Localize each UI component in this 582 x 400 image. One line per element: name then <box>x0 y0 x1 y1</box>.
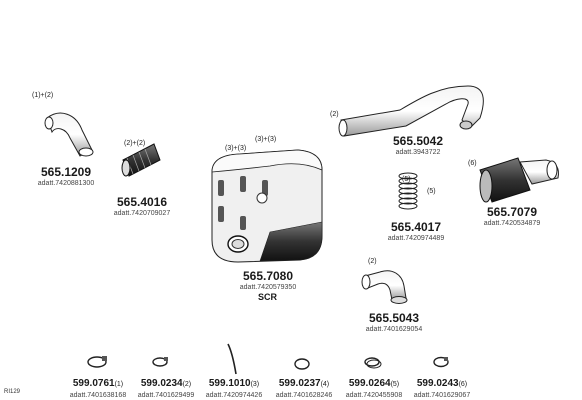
part-565-1209-pipe-drawing <box>44 112 94 157</box>
part-label-599-0264[interactable]: 599.0264(5) adatt.7420455908 <box>342 378 406 400</box>
part-number: 599.0761(1) <box>72 378 124 389</box>
qty-label: (5) <box>427 188 436 195</box>
qty-label: (2) <box>368 258 377 265</box>
part-number: 565.5042 <box>392 134 444 148</box>
part-reference: adatt.7420579350 <box>239 284 297 291</box>
part-reference: adatt.7401629499 <box>137 392 195 399</box>
scr-note: SCR <box>258 292 278 302</box>
clamp-599-0264-drawing <box>364 357 382 369</box>
qty-label: (3)+(3) <box>255 136 277 143</box>
part-label-565-7079[interactable]: 565.7079 adatt.7420534879 <box>474 206 550 228</box>
part-reference: adatt.7420534879 <box>483 220 541 227</box>
qty-label: (2)+(2) <box>124 140 146 147</box>
part-reference: adatt.7401628246 <box>275 392 333 399</box>
qty-label: (6) <box>468 160 477 167</box>
part-number: 565.5043 <box>368 311 420 325</box>
qty-label: (1)+(2) <box>32 92 54 99</box>
part-565-5043-pipe-drawing <box>361 270 408 304</box>
qty-label: (3)+(3) <box>225 145 247 152</box>
part-reference: adatt.7401629067 <box>413 392 471 399</box>
part-565-5042-pipe-drawing <box>338 85 484 137</box>
part-label-599-0243[interactable]: 599.0243(6) adatt.7401629067 <box>410 378 474 400</box>
part-reference: adatt.7401629054 <box>365 326 423 333</box>
part-565-4017-bellows-drawing <box>398 172 418 210</box>
part-reference: adatt.7401638168 <box>69 392 127 399</box>
part-reference: adatt.7420974489 <box>387 235 445 242</box>
part-number: 565.1209 <box>40 165 92 179</box>
part-label-599-0237[interactable]: 599.0237(4) adatt.7401628246 <box>272 378 336 400</box>
clamp-599-0237-drawing <box>294 358 310 370</box>
part-reference: adatt.7420455908 <box>345 392 403 399</box>
part-label-599-0761[interactable]: 599.0761(1) adatt.7401638168 <box>66 378 130 400</box>
part-number: 599.0237(4) <box>278 378 330 389</box>
part-number: 599.0264(5) <box>348 378 400 389</box>
part-label-599-1010[interactable]: 599.1010(3) adatt.7420974426 <box>202 378 266 400</box>
part-number: 565.7079 <box>486 205 538 219</box>
clamp-599-0243-drawing <box>433 356 449 368</box>
clamp-599-0761-drawing <box>87 356 107 368</box>
part-reference: adatt.7420881300 <box>37 180 95 187</box>
part-label-565-5043[interactable]: 565.5043 adatt.7401629054 <box>356 312 432 334</box>
part-label-599-0234[interactable]: 599.0234(2) adatt.7401629499 <box>134 378 198 400</box>
part-reference: adatt.7420709027 <box>113 210 171 217</box>
part-565-7080-muffler-drawing <box>211 149 323 263</box>
part-label-565-5042[interactable]: 565.5042 adatt.3943722 <box>380 135 456 157</box>
qty-label: (5) <box>402 176 411 183</box>
part-number: 565.7080 <box>242 269 294 283</box>
strap-599-1010-drawing <box>227 343 237 375</box>
part-label-565-4017[interactable]: 565.4017 adatt.7420974489 <box>378 221 454 243</box>
part-label-565-4016[interactable]: 565.4016 adatt.7420709027 <box>104 196 180 218</box>
part-label-565-7080[interactable]: 565.7080 adatt.7420579350 <box>230 270 306 292</box>
part-number: 565.4017 <box>390 220 442 234</box>
part-565-4016-flex-hose-drawing <box>121 143 161 177</box>
part-number: 565.4016 <box>116 195 168 209</box>
part-reference: adatt.3943722 <box>395 149 441 156</box>
part-565-7079-tailpipe-drawing <box>479 157 559 203</box>
clamp-599-0234-drawing <box>152 357 168 367</box>
page-code: RI129 <box>4 389 21 395</box>
part-label-565-1209[interactable]: 565.1209 adatt.7420881300 <box>28 166 104 188</box>
part-number: 599.1010(3) <box>208 378 260 389</box>
part-number: 599.0243(6) <box>416 378 468 389</box>
part-number: 599.0234(2) <box>140 378 192 389</box>
part-reference: adatt.7420974426 <box>205 392 263 399</box>
qty-label: (2) <box>330 111 339 118</box>
